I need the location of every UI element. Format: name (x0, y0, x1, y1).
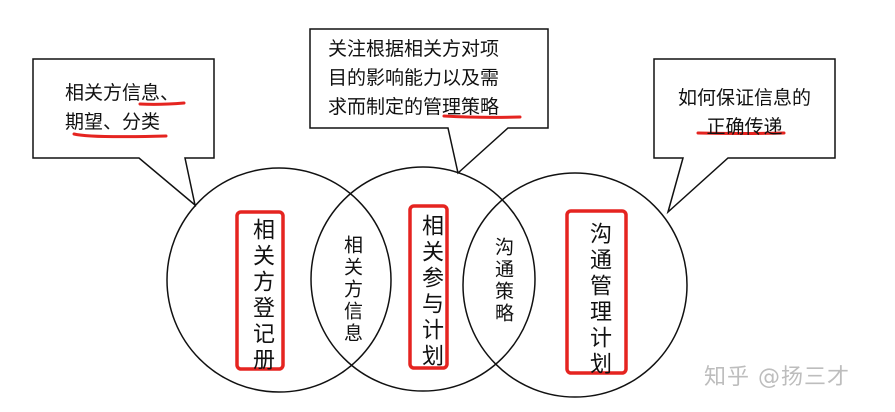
callout-left-line2-underlined: 期望、分类 (65, 111, 161, 133)
label-engagement-plan: 相关参与计划 (418, 214, 443, 370)
callout-left-line1-underlined: 信息、 (122, 82, 180, 104)
callout-middle-shape (309, 28, 549, 175)
callout-right-line2-underlined: 正确传递 (706, 116, 783, 138)
callout-left-shape (32, 58, 215, 207)
circle-engagement-plan (310, 166, 536, 392)
callout-left-text: 相关方信息、 期望、分类 (65, 79, 179, 137)
callout-middle-line1: 关注根据相关方对项 (328, 38, 500, 60)
label-stakeholder-register: 相关方登记册 (249, 218, 274, 374)
highlight-box-register (235, 210, 285, 371)
callout-right-shape (653, 58, 836, 215)
callout-middle-line3-underlined: 管理策略 (423, 96, 500, 118)
label-stakeholder-info: 相关方信息 (341, 235, 363, 345)
callout-right-line1: 如何保证信息的 (677, 87, 811, 109)
underline-left-line1 (138, 101, 186, 106)
label-communication-plan: 沟通管理计划 (586, 222, 611, 378)
underline-left-line2 (72, 132, 168, 139)
callout-left-line1-plain: 相关方 (65, 82, 123, 104)
callout-middle-text: 关注根据相关方对项 目的影响能力以及需 求而制定的管理策略 (328, 35, 499, 122)
watermark: 知乎 @扬三才 (704, 365, 850, 390)
callout-right-text: 如何保证信息的 正确传递 (667, 84, 822, 142)
underline-middle (442, 114, 522, 119)
highlight-box-engagement (408, 204, 449, 370)
callout-middle-line3-plain: 求而制定的 (328, 96, 424, 118)
label-communication-strategy: 沟通策略 (492, 237, 514, 325)
highlight-box-communication (565, 209, 628, 375)
circle-communication-plan (462, 172, 688, 398)
callout-middle-line2: 目的影响能力以及需 (328, 67, 500, 89)
circle-stakeholder-register (166, 167, 392, 393)
underline-right (696, 131, 786, 135)
